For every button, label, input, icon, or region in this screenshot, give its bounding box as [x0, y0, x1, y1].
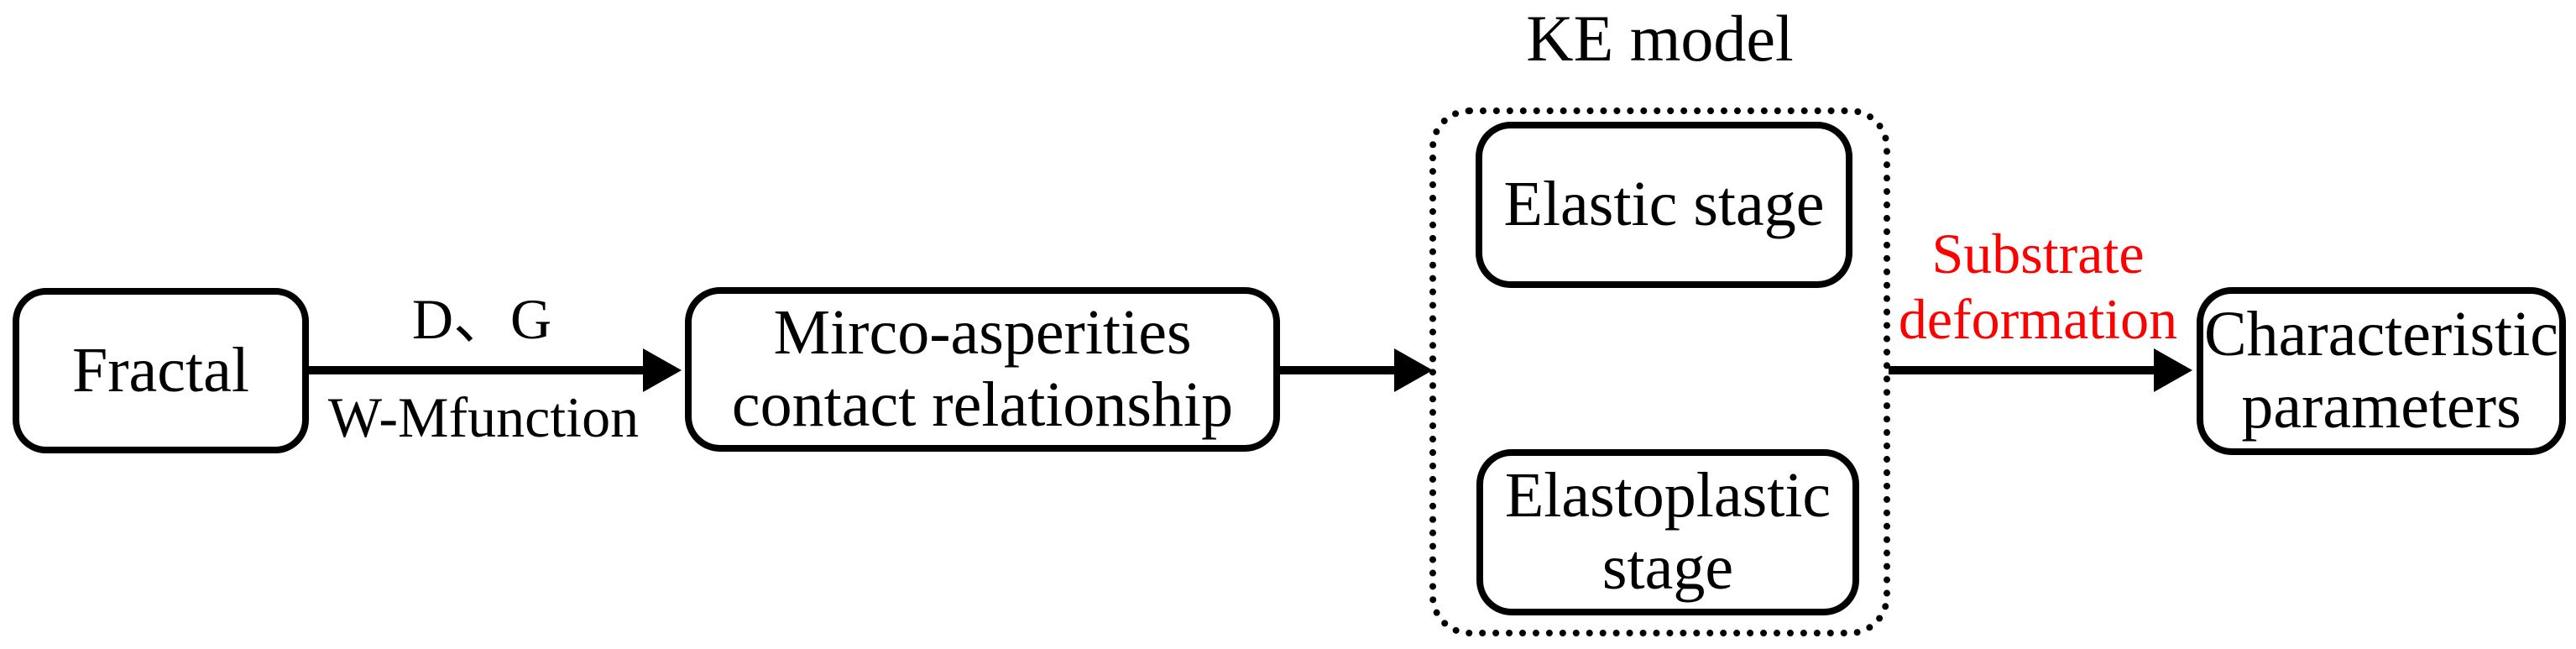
edge-label-d-g: D、G: [411, 287, 552, 351]
arrow-ke-model-to-characteristic: [1889, 366, 2157, 374]
arrow-micro-to-ke-model-head: [1394, 348, 1433, 392]
elastoplastic-stage-node: Elastoplastic stage: [1476, 449, 1859, 615]
substrate-deformation-label-line2: deformation: [1898, 287, 2178, 352]
substrate-deformation-label: Substrate deformation: [1870, 221, 2206, 352]
fractal-node: Fractal: [13, 288, 309, 453]
substrate-deformation-label-line1: Substrate: [1931, 222, 2145, 285]
arrow-fractal-to-micro: [307, 366, 646, 374]
elastic-stage-node-label: Elastic stage: [1503, 169, 1825, 240]
arrow-micro-to-ke-model: [1278, 366, 1398, 374]
micro-asperities-node-label-line2: contact relationship: [731, 369, 1234, 440]
characteristic-parameters-node-label-line1: Characteristic: [2203, 299, 2558, 370]
characteristic-parameters-node: Characteristic parameters: [2197, 287, 2566, 455]
ke-model-group-container: [1429, 107, 1890, 636]
elastoplastic-stage-node-label-line1: Elastoplastic: [1504, 460, 1831, 531]
micro-asperities-node-label-line1: Mirco-asperities: [773, 297, 1192, 369]
edge-label-wm-function: W-Mfunction: [327, 385, 640, 449]
characteristic-parameters-node-label-line2: parameters: [2241, 371, 2521, 442]
ke-model-title: KE model: [1526, 2, 1794, 75]
arrow-fractal-to-micro-head: [643, 348, 682, 392]
elastoplastic-stage-node-label-line2: stage: [1602, 532, 1734, 603]
fractal-node-label: Fractal: [71, 334, 249, 406]
elastic-stage-node: Elastic stage: [1476, 122, 1852, 288]
micro-asperities-node: Mirco-asperities contact relationship: [685, 287, 1280, 452]
arrow-ke-model-to-characteristic-head: [2154, 348, 2192, 392]
